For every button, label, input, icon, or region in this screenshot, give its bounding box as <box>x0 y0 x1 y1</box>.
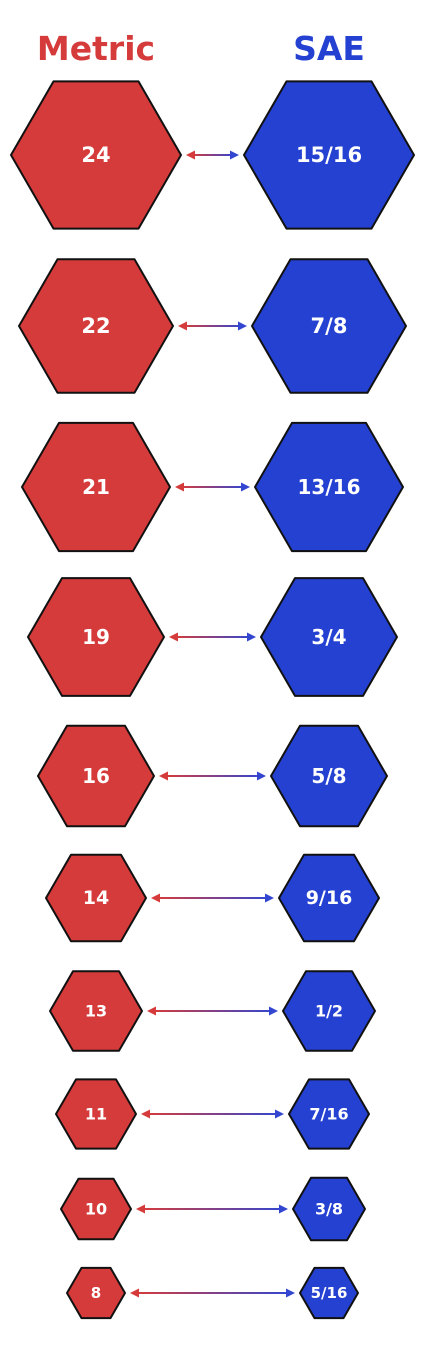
double-arrow <box>130 1288 295 1298</box>
double-arrow <box>151 893 274 903</box>
metric-hexagon <box>66 1266 126 1320</box>
sae-size-label: 13/16 <box>298 475 361 499</box>
metric-size-label: 16 <box>82 764 110 788</box>
sae-hexagon <box>299 1266 359 1320</box>
sae-hexagon <box>282 970 376 1052</box>
double-arrow <box>175 482 250 492</box>
sae-size-label: 5/16 <box>311 1284 348 1302</box>
double-arrow <box>169 632 256 642</box>
sae-size-label: 3/4 <box>311 625 346 649</box>
conversion-row: 22 7/8 <box>18 258 407 394</box>
sae-hexagon <box>292 1176 366 1242</box>
double-arrow <box>178 321 247 331</box>
metric-size-label: 10 <box>85 1200 107 1219</box>
double-arrow <box>186 150 239 160</box>
sae-hexagon <box>251 258 407 394</box>
conversion-rows: 24 15/16 22 7/8 21 13/16 19 3/4 16 5/8 14 9/16 13 1/2… <box>10 80 415 1320</box>
conversion-row: 10 3/8 <box>60 1176 366 1242</box>
metric-size-label: 24 <box>81 143 110 167</box>
metric-hexagon <box>37 724 155 828</box>
metric-size-label: 11 <box>85 1105 107 1124</box>
metric-hexagon <box>49 970 143 1052</box>
metric-hexagon <box>60 1177 132 1241</box>
sae-hexagon <box>254 421 404 553</box>
metric-hexagon <box>21 421 171 553</box>
sae-hexagon <box>243 80 415 230</box>
sae-hexagon <box>270 724 388 828</box>
sae-size-label: 7/8 <box>311 314 348 338</box>
sae-hexagon <box>278 853 380 943</box>
metric-hexagon <box>10 80 182 230</box>
conversion-row: 16 5/8 <box>37 724 388 828</box>
conversion-row: 11 7/16 <box>55 1078 370 1150</box>
sae-size-label: 9/16 <box>306 887 353 909</box>
metric-size-label: 22 <box>81 314 110 338</box>
sae-size-label: 5/8 <box>311 764 346 788</box>
metric-hexagon <box>55 1078 137 1150</box>
double-arrow <box>159 771 266 781</box>
metric-hexagon <box>27 577 165 697</box>
metric-size-label: 14 <box>83 887 109 909</box>
metric-size-label: 13 <box>85 1002 107 1021</box>
conversion-row: 21 13/16 <box>21 421 404 553</box>
conversion-row: 8 5/16 <box>66 1266 359 1320</box>
metric-size-label: 21 <box>82 475 110 499</box>
sae-size-label: 3/8 <box>315 1200 343 1219</box>
conversion-row: 19 3/4 <box>27 577 398 697</box>
double-arrow <box>136 1204 288 1214</box>
metric-size-label: 19 <box>82 625 110 649</box>
conversion-row: 14 9/16 <box>45 853 380 943</box>
metric-header: Metric <box>37 29 155 68</box>
sae-size-label: 15/16 <box>296 143 362 167</box>
metric-hexagon <box>18 258 174 394</box>
conversion-row: 13 1/2 <box>49 970 376 1052</box>
double-arrow <box>141 1109 284 1119</box>
conversion-row: 24 15/16 <box>10 80 415 230</box>
metric-size-label: 8 <box>91 1284 101 1302</box>
sae-size-label: 7/16 <box>309 1105 348 1124</box>
sae-size-label: 1/2 <box>315 1002 343 1021</box>
metric-hexagon <box>45 853 147 943</box>
sae-hexagon <box>260 577 398 697</box>
sae-hexagon <box>288 1078 370 1150</box>
sae-header: SAE <box>293 29 365 68</box>
double-arrow <box>147 1006 278 1016</box>
